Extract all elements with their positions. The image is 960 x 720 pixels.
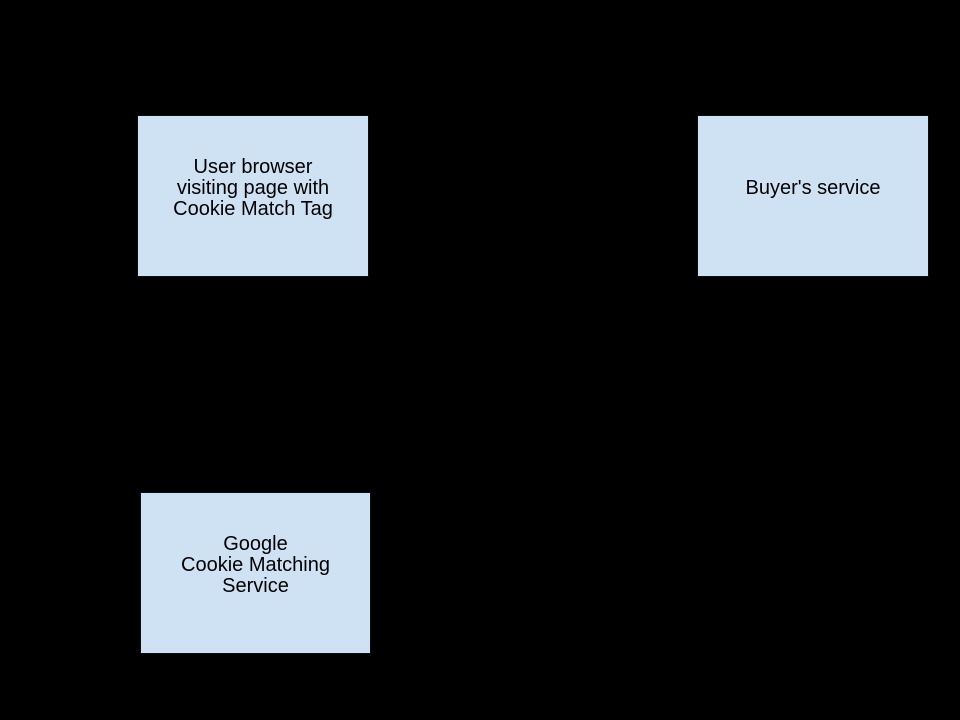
node-buyers-service-label: Buyer's service: [745, 176, 881, 199]
node-google-cookie-matching-service-label: Google Cookie Matching Service: [181, 532, 330, 597]
node-google-cookie-matching-service: Google Cookie Matching Service: [140, 492, 371, 654]
node-user-browser-label: User browser visiting page with Cookie M…: [173, 155, 333, 220]
node-buyers-service: Buyer's service: [697, 115, 929, 277]
node-user-browser: User browser visiting page with Cookie M…: [137, 115, 369, 277]
